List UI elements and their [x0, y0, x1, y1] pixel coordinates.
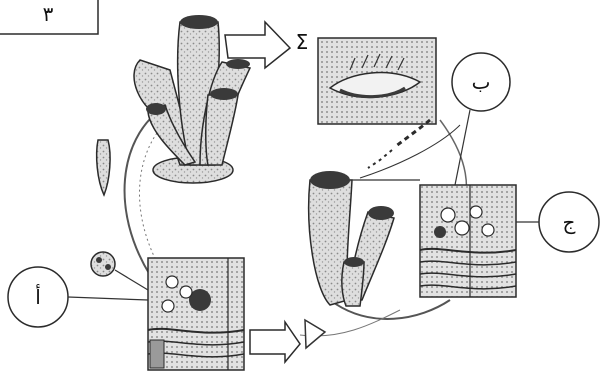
fertilization-panel: [420, 185, 516, 297]
label-a: أ: [8, 267, 68, 327]
svg-text:أ: أ: [35, 284, 41, 309]
sponge-osculum: [344, 257, 364, 267]
cycle-arrow-bottom: [300, 300, 450, 348]
adult-sponge-right: [309, 171, 420, 306]
sponge-osculum: [226, 59, 250, 69]
label-a-pointer: [68, 297, 148, 300]
sponge-osculum: [146, 103, 166, 115]
larva-tissue-panel: [148, 258, 244, 370]
figure-number-box: ٣: [0, 0, 98, 34]
sigma-label: Σ: [296, 30, 309, 54]
sponge-osculum: [310, 171, 350, 189]
cycle-arrowhead-bottom: [305, 320, 325, 348]
sponge-osculum: [210, 88, 238, 100]
sponge-branch: [342, 262, 364, 306]
label-b: ب: [452, 53, 510, 111]
settling-larva: [97, 140, 110, 195]
figure-number-label: ٣: [43, 2, 54, 26]
gamete-release-panel: [318, 38, 436, 124]
svg-text:ب: ب: [472, 70, 491, 94]
sponge-osculum: [180, 15, 218, 29]
sponge-branch: [206, 95, 238, 165]
svg-text:ج: ج: [563, 210, 576, 234]
label-c: ج: [539, 192, 599, 252]
sperm-stream: [360, 120, 460, 178]
sponge-osculum: [368, 206, 394, 220]
arrow-to-larva-panel: [250, 322, 300, 362]
